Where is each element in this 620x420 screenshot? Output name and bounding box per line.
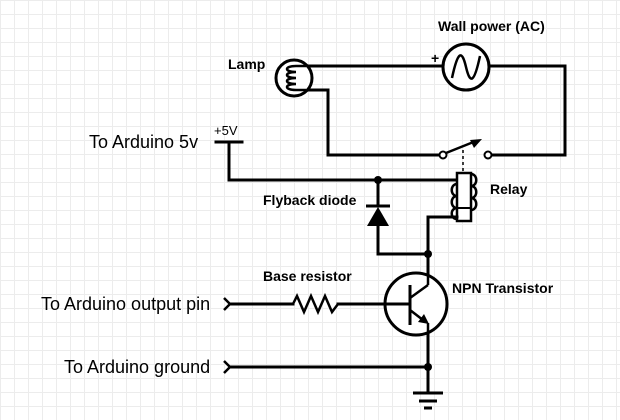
ground-wire: [223, 332, 430, 394]
mains-loop-wires: [304, 64, 567, 157]
lamp-label: Lamp: [228, 56, 265, 72]
wire-lamp-to-switch: [304, 88, 442, 157]
plus-5v-label: +5V: [214, 123, 238, 138]
npn-transistor-icon: [383, 271, 449, 337]
flyback-diode-icon: [366, 178, 430, 256]
relay-coil-icon: [450, 171, 478, 223]
to-arduino-ground-label: To Arduino ground: [64, 357, 210, 377]
wall-power-label: Wall power (AC): [438, 18, 545, 34]
flyback-diode-label: Flyback diode: [263, 192, 357, 208]
base-input-wire: [223, 297, 412, 311]
base-resistor-icon: [291, 292, 339, 316]
to-arduino-output-pin-label: To Arduino output pin: [41, 294, 210, 314]
ground-icon: [413, 391, 443, 410]
base-resistor-label: Base resistor: [263, 268, 352, 284]
wire-coil-to-collector: [426, 215, 459, 282]
plus-5v-rail: [214, 140, 460, 182]
to-arduino-5v-label: To Arduino 5v: [89, 132, 198, 152]
junction-dot: [424, 363, 432, 371]
relay-label: Relay: [490, 181, 528, 197]
npn-transistor-label: NPN Transistor: [452, 280, 554, 296]
ac-source-icon: [441, 42, 491, 92]
ac-plus-sign: +: [431, 50, 439, 66]
lamp-icon: [274, 58, 314, 98]
junction-dot: [424, 250, 432, 258]
relay-switch-icon: [438, 139, 493, 172]
